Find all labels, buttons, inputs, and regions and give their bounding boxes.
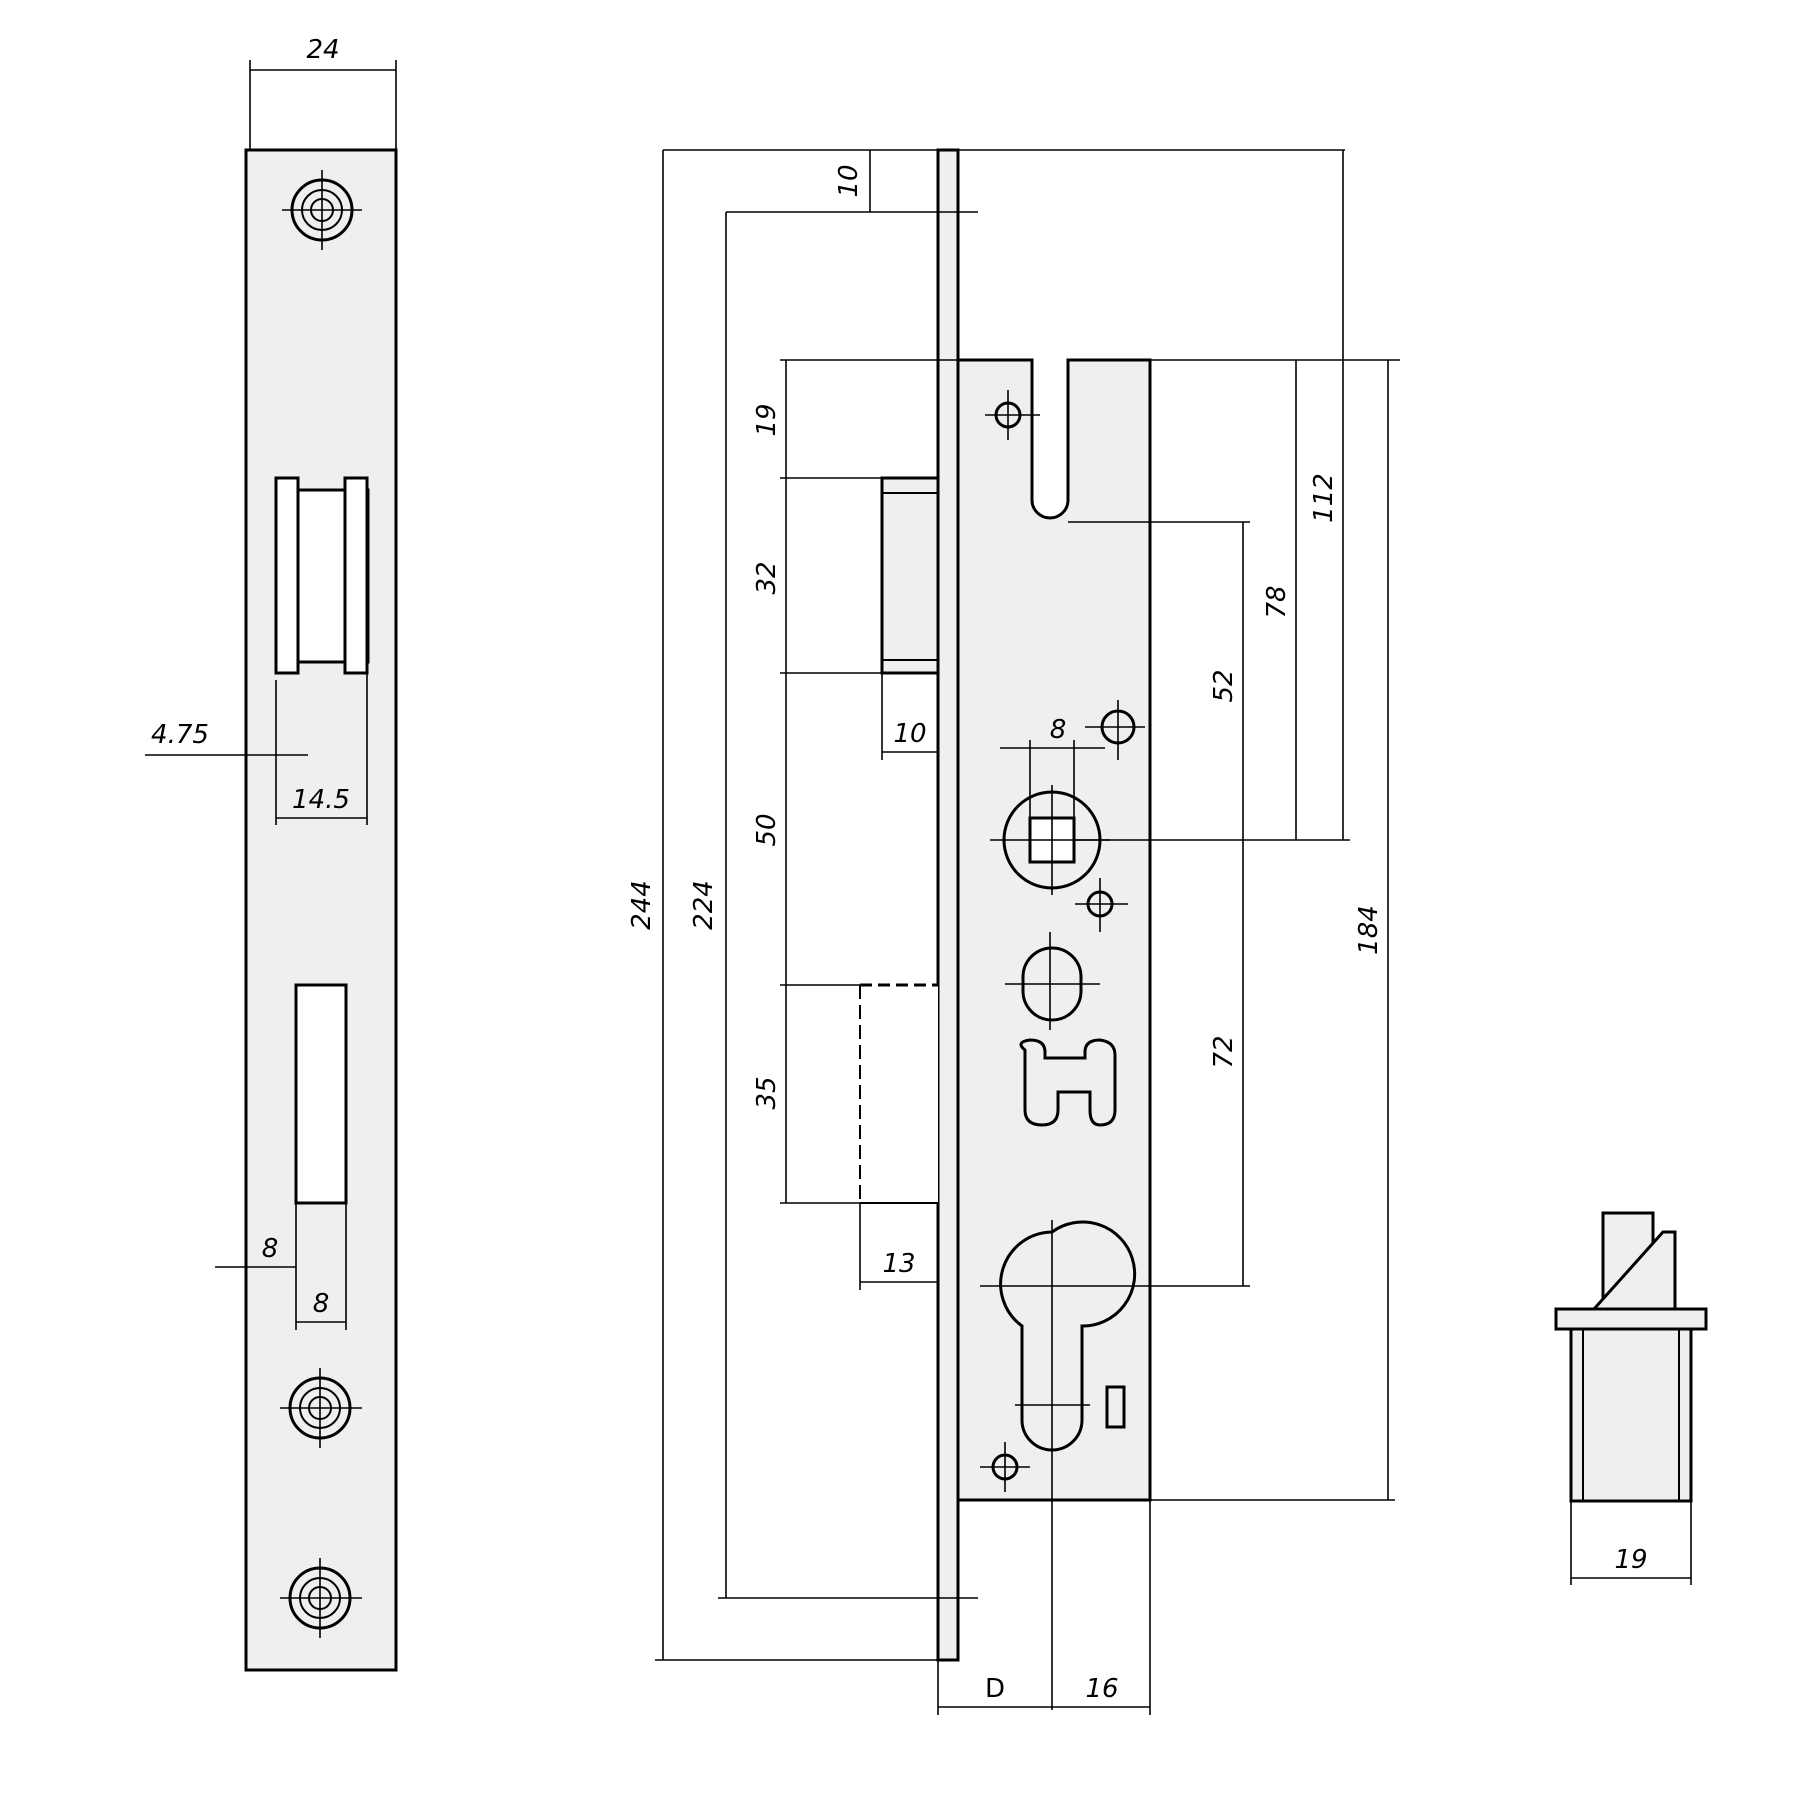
dim-left-stack: 19 32 50 35 (752, 359, 958, 1204)
dim-text-slot-to-follower: 52 (1209, 669, 1239, 702)
dim-text-screw-span: 224 (689, 880, 719, 930)
dim-text-strike-width: 24 (306, 35, 339, 65)
dim-text-side-width: 19 (1614, 1545, 1647, 1575)
shaped-slot (1019, 1038, 1117, 1127)
dim-text-overall-height: 244 (627, 880, 657, 930)
dim-text-bolt-opening-width: 8 (313, 1289, 330, 1319)
dim-text-latch-height: 32 (752, 561, 782, 594)
lock-follower (990, 785, 1110, 895)
dim-text-latch-opening-width: 14.5 (292, 785, 350, 815)
dim-text-cylinder-offset: 16 (1085, 1674, 1118, 1704)
dim-side-width: 19 (1570, 1501, 1692, 1585)
oval-mounting-hole (1005, 932, 1100, 1030)
dim-text-case-top-to-latch: 19 (752, 403, 782, 436)
dim-text-case-top-to-follower: 78 (1262, 585, 1292, 618)
dim-text-strike-offset: 4.75 (151, 720, 209, 750)
dim-text-follower-square: 8 (1050, 715, 1067, 745)
dim-bolt-projection: 13 (859, 1203, 938, 1290)
case-top-screw (985, 390, 1040, 440)
dim-faceplate-to-top: 10 (663, 149, 1345, 213)
lock-case (956, 358, 1152, 1502)
dim-follower-square: 8 (1000, 715, 1105, 818)
dim-bolt-opening-width: 8 (296, 1203, 347, 1330)
strike-plate-body (244, 148, 398, 1672)
follower-upper-screw (1085, 700, 1145, 760)
strike-bolt-opening (294, 983, 348, 1205)
strike-latch-opening (274, 476, 370, 675)
dim-latch-projection: 10 (881, 673, 938, 760)
strike-middle-screw-hole (280, 1368, 362, 1448)
dim-text-follower-to-cylinder: 72 (1209, 1035, 1239, 1068)
dim-right-stack: 52 78 112 72 184 (1068, 150, 1400, 1501)
dim-text-backset: D (985, 1674, 1005, 1704)
side-view-plate (1554, 1307, 1708, 1331)
euro-cylinder-cutout (980, 1220, 1137, 1710)
latch-side-view: 19 (1554, 1211, 1708, 1585)
dim-strike-offset: 4.75 (145, 680, 308, 825)
strike-plate: 24 4.75 14.5 8 8 (145, 35, 398, 1672)
follower-lower-screw (1075, 878, 1128, 932)
lock-faceplate (936, 148, 960, 1662)
dim-screw-span: 224 (689, 212, 978, 1599)
dim-text-case-height: 184 (1354, 905, 1384, 955)
dim-strike-width: 24 (249, 35, 397, 150)
dim-overall-height: 244 (627, 150, 938, 1661)
dim-text-faceplate-to-top: 10 (834, 164, 864, 197)
lock-bolt (859, 983, 938, 1204)
dim-backset: D 16 (937, 1500, 1151, 1715)
lock-body: 10 244 224 19 32 50 35 (627, 148, 1400, 1715)
lock-latch (880, 476, 940, 675)
dim-text-faceplate-top-to-follower: 112 (1309, 473, 1339, 523)
dim-bolt-offset: 8 (215, 1203, 297, 1330)
dim-text-latch-to-bolt: 50 (752, 813, 782, 846)
small-slot (1105, 1385, 1126, 1429)
dim-latch-opening-width: 14.5 (276, 673, 368, 825)
dim-text-latch-projection: 10 (893, 719, 926, 749)
case-bottom-screw (980, 1442, 1030, 1492)
dim-text-bolt-height: 35 (752, 1076, 782, 1109)
strike-bottom-screw-hole (280, 1558, 362, 1638)
strike-top-screw-hole (282, 170, 362, 250)
side-view-body (1569, 1327, 1693, 1503)
dim-text-bolt-projection: 13 (882, 1249, 915, 1279)
dim-text-bolt-offset: 8 (262, 1234, 279, 1264)
